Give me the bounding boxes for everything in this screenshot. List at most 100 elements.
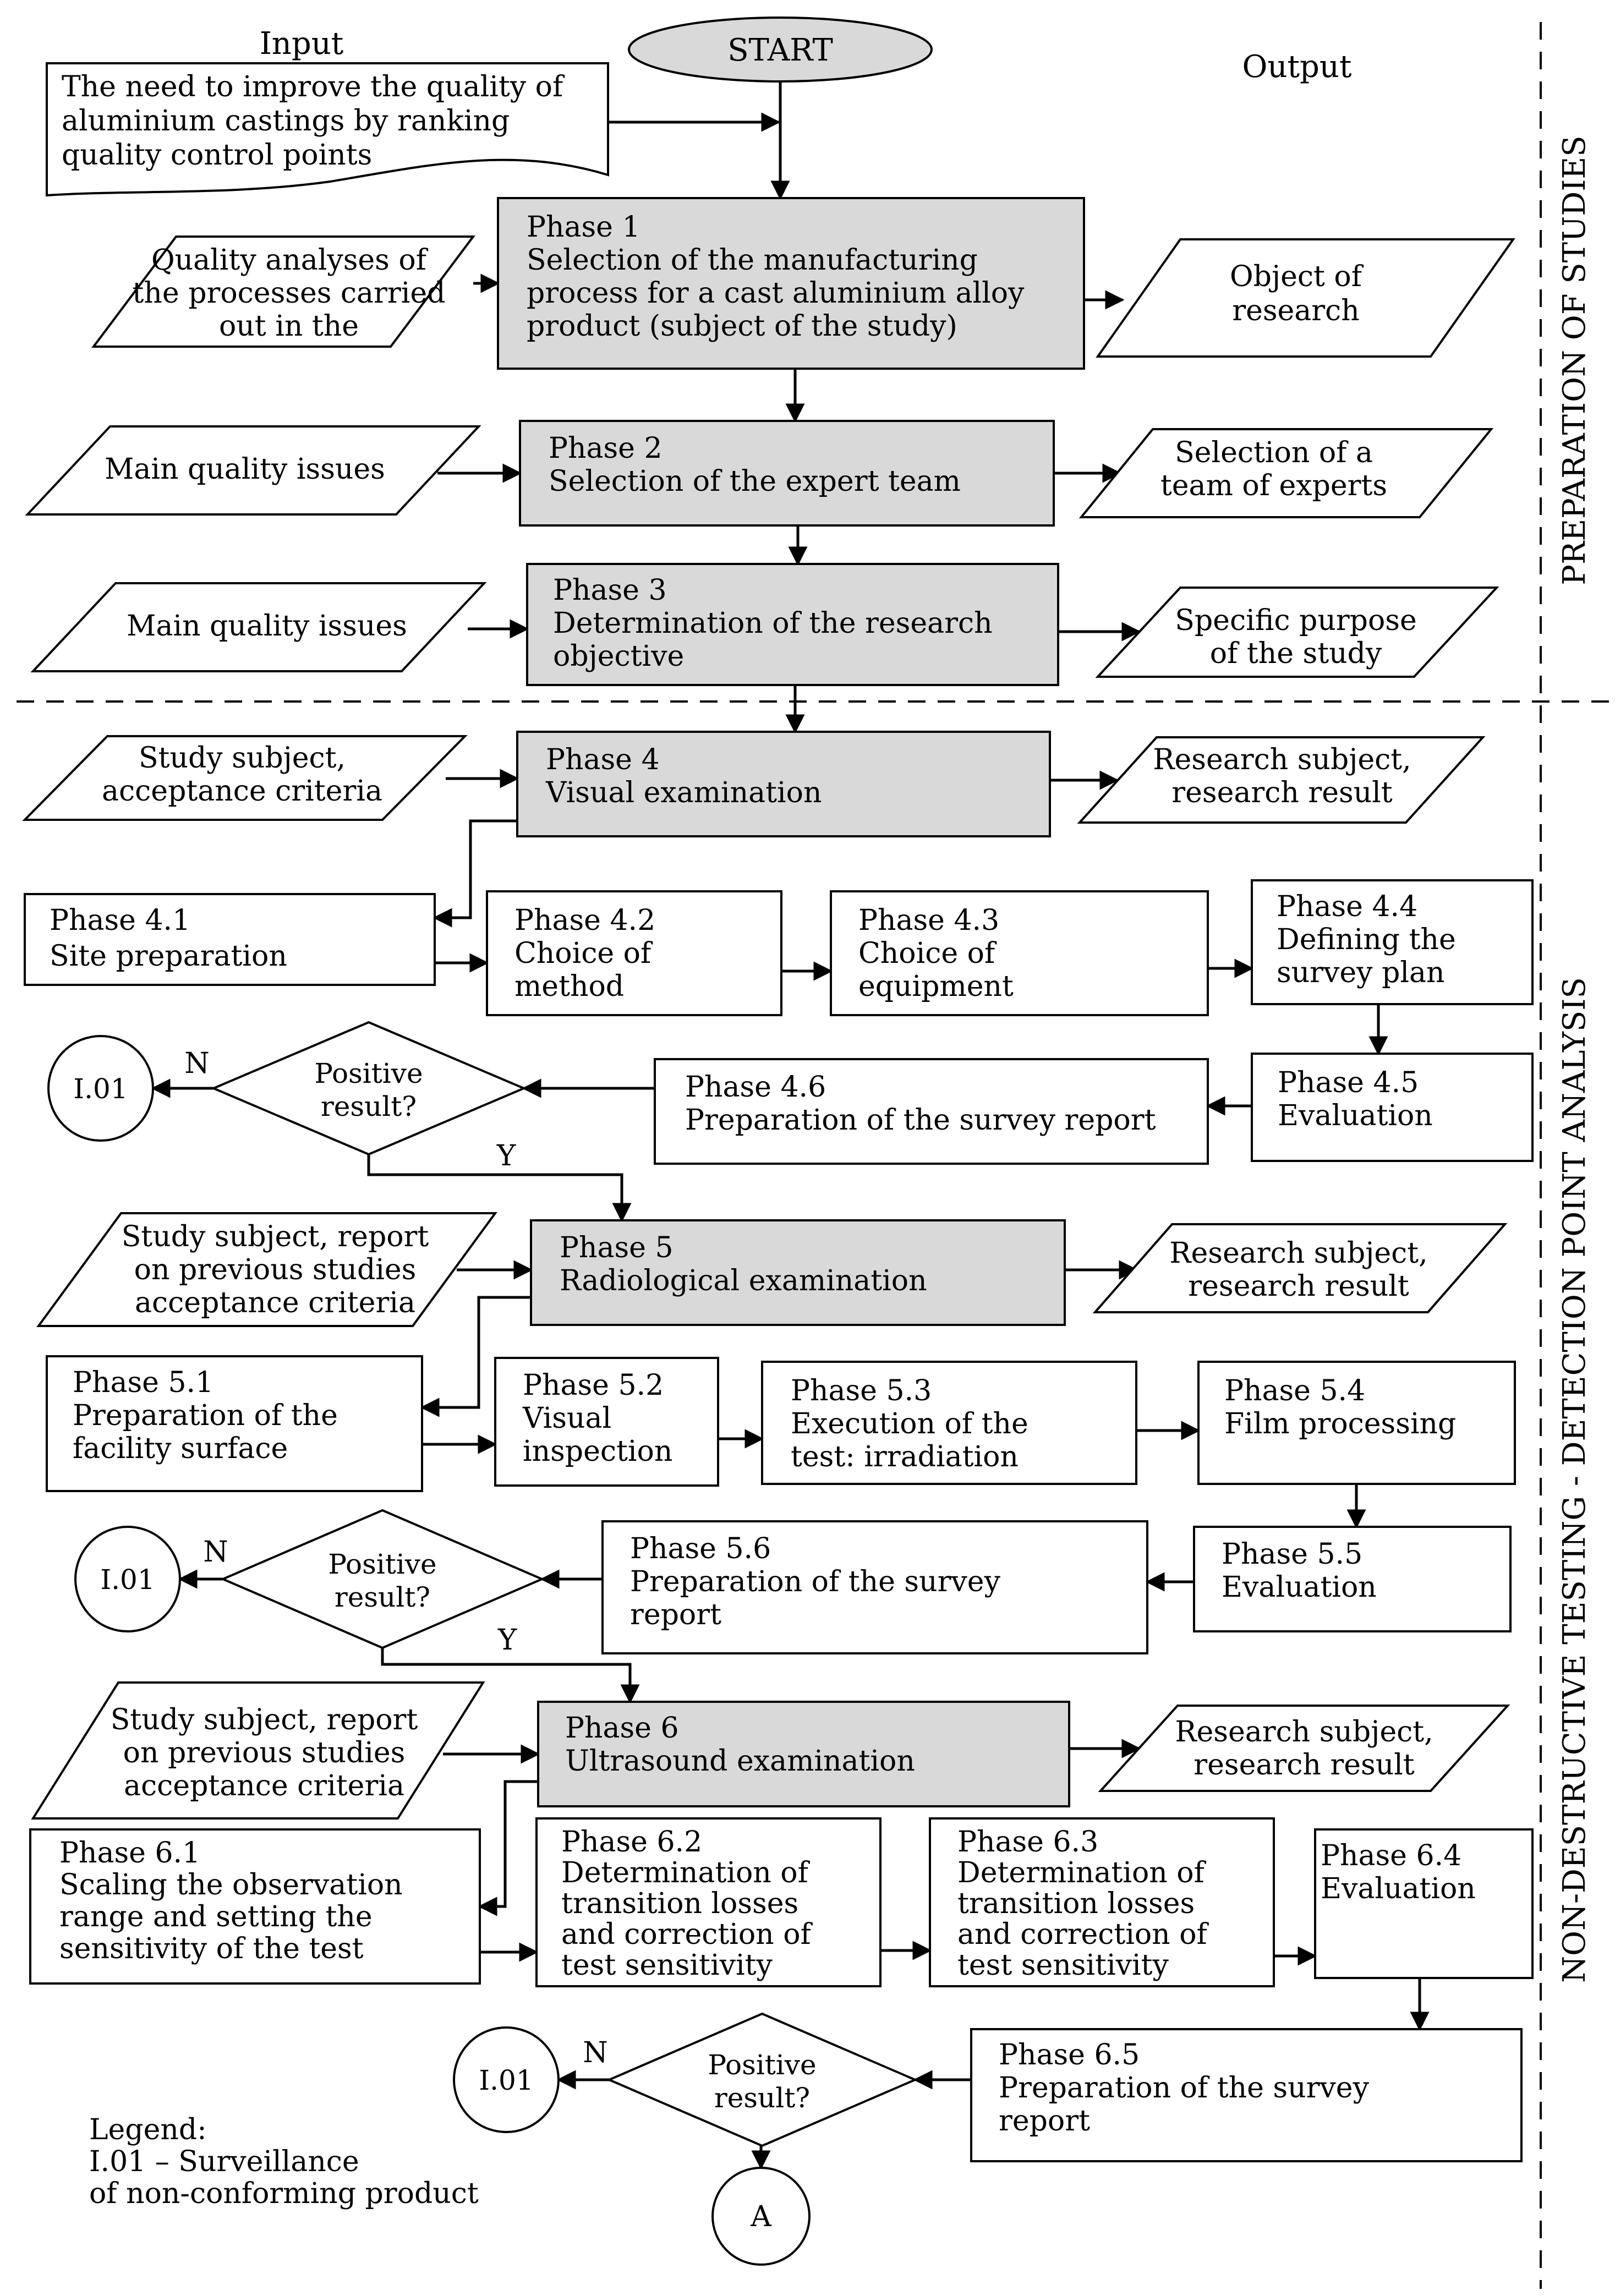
phase-4-4-box <box>1251 879 1534 1005</box>
phase-4-6-box <box>654 1058 1209 1165</box>
phase-1-box <box>497 197 1085 370</box>
need-document <box>46 62 609 197</box>
phase-6-box <box>537 1701 1070 1807</box>
connector-i01-5-label: I.01 <box>100 1564 155 1596</box>
phase-6-4-box <box>1314 1828 1534 1979</box>
input-label: Input <box>260 26 344 62</box>
arrow-d5-p6 <box>381 1648 640 1704</box>
phase-5-3-box <box>761 1361 1137 1485</box>
start-label: START <box>727 32 833 68</box>
input-p2-parallelogram <box>25 425 481 516</box>
phase-5-box <box>530 1219 1066 1326</box>
phase-4-5-box <box>1251 1053 1534 1162</box>
connector-i01-4-label: I.01 <box>73 1073 128 1105</box>
phase-5-5-box <box>1193 1526 1512 1632</box>
start-terminator <box>628 17 933 83</box>
decision-5-no-label: N <box>203 1536 228 1569</box>
decision-4-yes-label: Y <box>496 1139 516 1172</box>
phase-5-1-box <box>46 1355 423 1492</box>
connector-i01-6 <box>453 2026 560 2133</box>
phase-5-4-box <box>1197 1361 1516 1485</box>
section-label-preparation: PREPARATION OF STUDIES <box>1557 135 1592 585</box>
output-p6-text: Research subject,research result <box>1175 1716 1433 1782</box>
input-p1-parallelogram <box>91 235 475 348</box>
phase-3-box <box>526 563 1059 686</box>
output-p4-text: Research subject,research result <box>1153 743 1411 809</box>
phase-4-box <box>516 731 1051 837</box>
phase-5-6-box <box>601 1520 1148 1654</box>
phase-2-box <box>519 420 1055 527</box>
decision-6-no-label: N <box>583 2036 608 2069</box>
arrow-d4-p5 <box>367 1154 632 1223</box>
output-p6-parallelogram <box>1098 1705 1510 1792</box>
input-p2-text: Main quality issues <box>105 453 385 486</box>
input-p3-text: Main quality issues <box>127 610 407 643</box>
decision-5-diamond <box>220 1509 545 1650</box>
output-p5-parallelogram <box>1092 1223 1508 1313</box>
output-p1-parallelogram <box>1096 238 1515 358</box>
section-label-ndt: NON-DESTRUCTIVE TESTING - DETECTION POIN… <box>1557 977 1592 1983</box>
output-label: Output <box>1242 49 1352 85</box>
phase-4-3-box <box>830 890 1209 1016</box>
phase-6-1-box <box>29 1828 481 1985</box>
output-p4-parallelogram <box>1077 736 1486 824</box>
arrow-p5-p51 <box>420 1296 531 1417</box>
output-p2-parallelogram <box>1079 428 1494 518</box>
input-p4-text: Study subject,acceptance criteria <box>102 742 382 808</box>
decision-5-yes-label: Y <box>497 1624 517 1657</box>
output-p5-text: Research subject,research result <box>1169 1237 1427 1303</box>
output-p3-parallelogram <box>1095 587 1499 678</box>
phase-6-2-box <box>535 1817 882 1987</box>
connector-i01-6-label: I.01 <box>479 2064 533 2096</box>
phase-4-1-box <box>24 893 436 986</box>
connector-a <box>711 2167 811 2266</box>
decision-4-diamond <box>210 1021 527 1156</box>
arrow-p6-p61 <box>478 1780 538 1916</box>
connector-i01-5 <box>74 1526 181 1632</box>
connector-a-label: A <box>750 2200 772 2233</box>
phase-6-5-box <box>970 2028 1523 2162</box>
arrow-p4-p41 <box>433 819 517 928</box>
phase-5-2-box <box>494 1357 719 1487</box>
connector-i01-4 <box>47 1035 154 1142</box>
input-p5-parallelogram <box>36 1212 497 1327</box>
decision-4-no-label: N <box>184 1047 210 1080</box>
input-p6-parallelogram <box>31 1681 485 1820</box>
decision-6-diamond <box>606 2012 918 2147</box>
input-p4-parallelogram <box>22 735 468 821</box>
